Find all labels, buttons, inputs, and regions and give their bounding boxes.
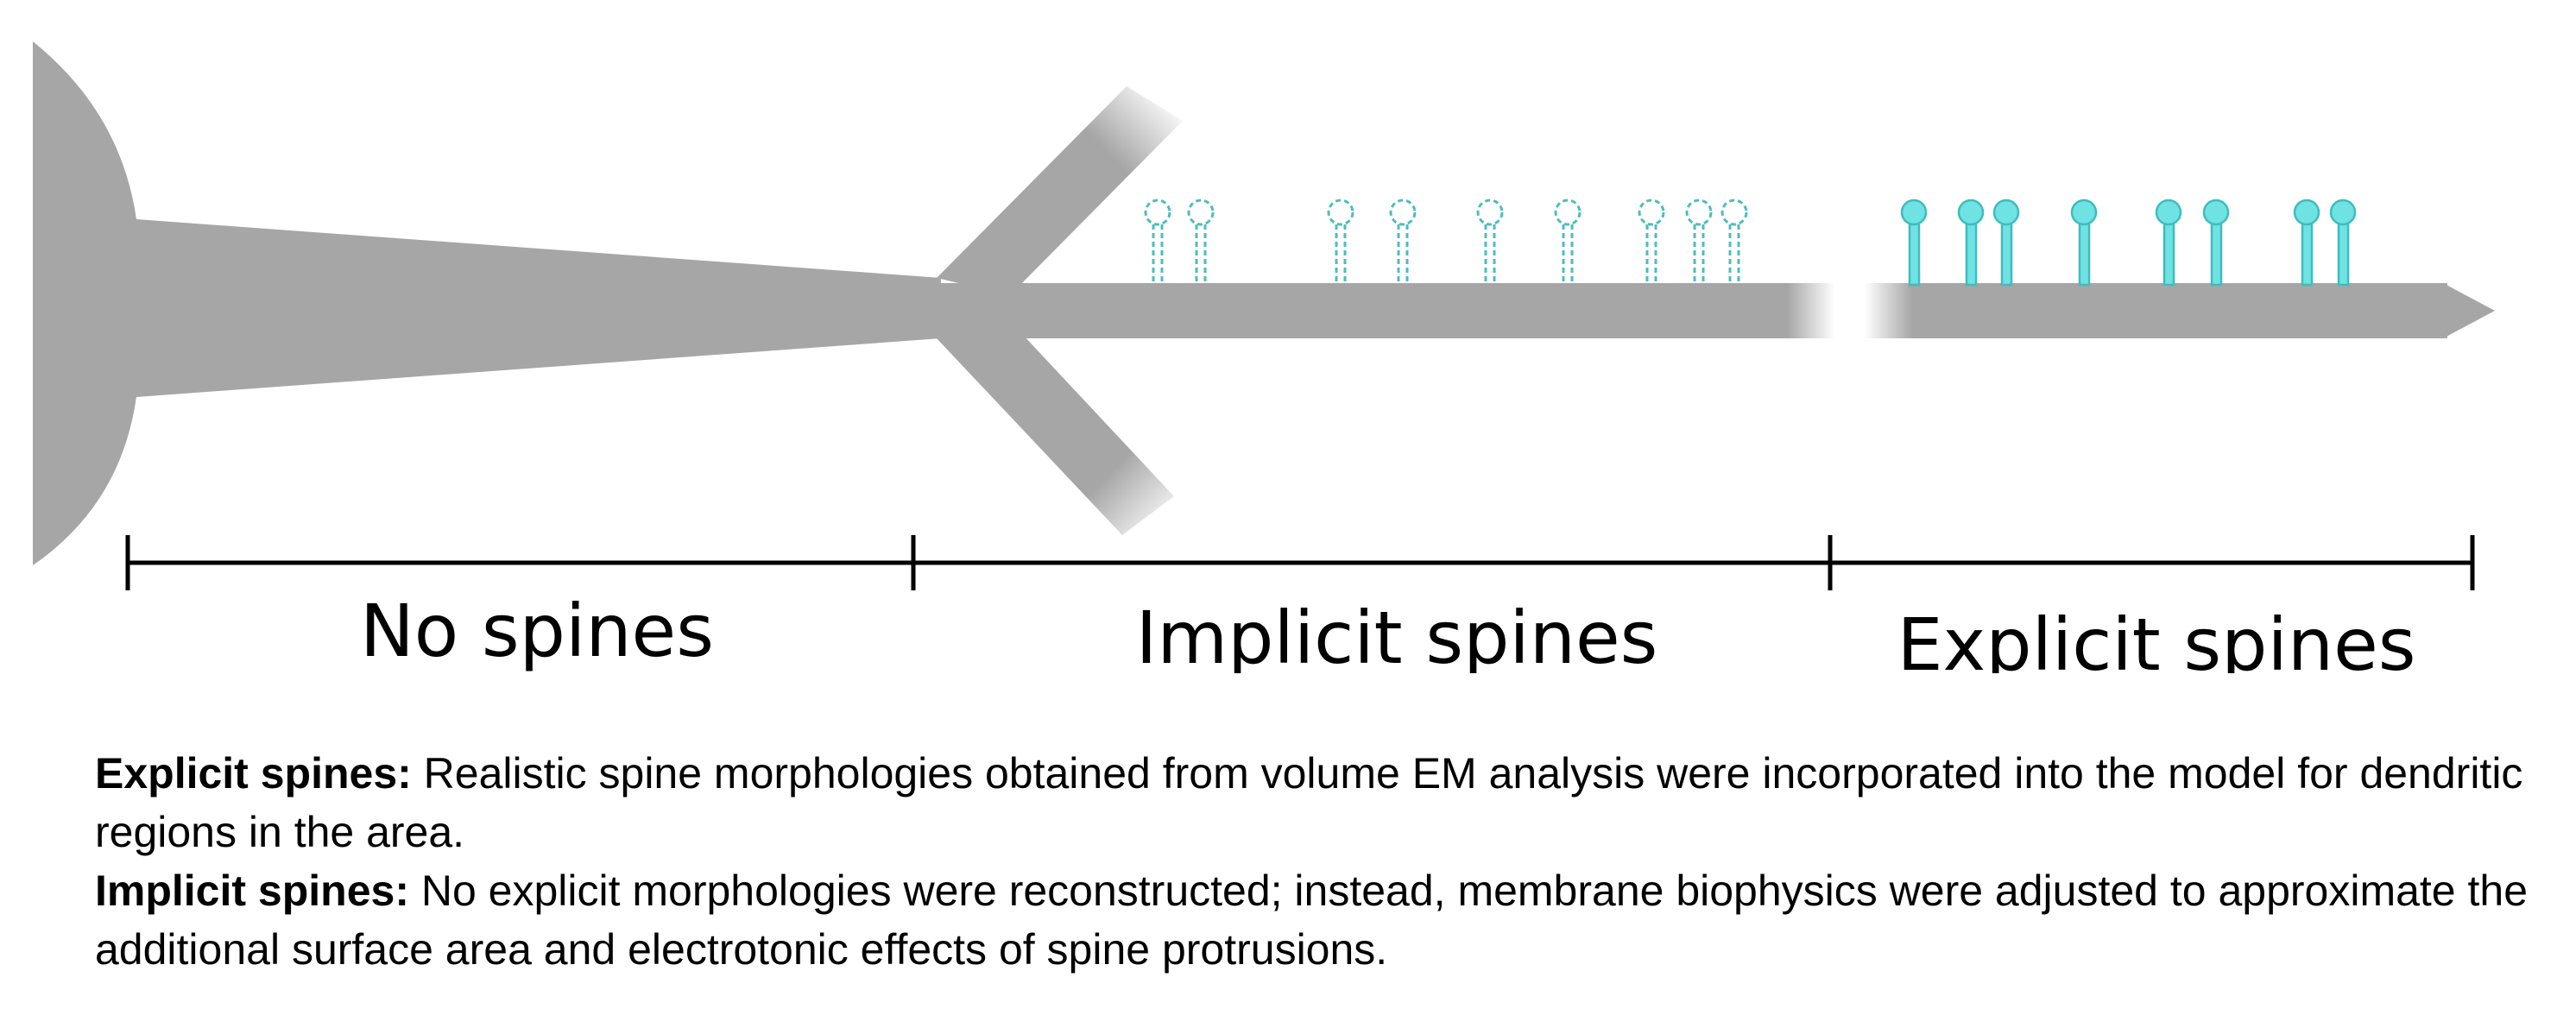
implicit-spines — [1144, 199, 1748, 283]
upper-branch — [937, 86, 1183, 295]
lower-branch — [937, 321, 1174, 535]
region-scale-bar — [125, 535, 2475, 590]
caption-implicit-term: Implicit spines: — [95, 867, 409, 915]
region-label-implicit-spines: Implicit spines — [1136, 596, 1658, 673]
explicit-spine — [1992, 199, 2020, 287]
explicit-spine — [2293, 199, 2320, 287]
explicit-spine — [1900, 199, 1928, 287]
implicit-spine — [1187, 199, 1215, 283]
dendrite-gap — [1787, 283, 1912, 338]
explicit-spine — [2070, 199, 2098, 287]
caption: Explicit spines: Realistic spine morphol… — [95, 744, 2564, 979]
implicit-spine — [1144, 199, 1171, 283]
caption-explicit-text: Realistic spine morphologies obtained fr… — [95, 749, 2523, 856]
explicit-spine — [2202, 199, 2230, 287]
dendrite-tip — [2443, 283, 2495, 338]
implicit-spine — [1476, 199, 1504, 283]
explicit-spine — [2329, 199, 2357, 287]
caption-implicit: Implicit spines: No explicit morphologie… — [95, 861, 2564, 979]
explicit-spines — [1900, 199, 2357, 287]
caption-explicit-term: Explicit spines: — [95, 749, 412, 798]
implicit-spine — [1685, 199, 1713, 283]
implicit-spine — [1389, 199, 1417, 283]
explicit-spine — [1957, 199, 1985, 287]
region-label-explicit-spines: Explicit spines — [1897, 602, 2415, 673]
caption-explicit: Explicit spines: Realistic spine morphol… — [95, 744, 2564, 861]
region-label-no-spines: No spines — [360, 589, 714, 673]
implicit-spine — [1638, 199, 1665, 283]
caption-implicit-text: No explicit morphologies were reconstruc… — [95, 867, 2528, 974]
explicit-spine — [2155, 199, 2182, 287]
dendrite-shaft — [932, 283, 2447, 338]
implicit-spine — [1720, 199, 1748, 283]
implicit-spine — [1554, 199, 1582, 283]
soma — [33, 41, 941, 565]
dendrite-diagram: No spines Implicit spines Explicit spine… — [33, 41, 2495, 673]
implicit-spine — [1327, 199, 1354, 283]
